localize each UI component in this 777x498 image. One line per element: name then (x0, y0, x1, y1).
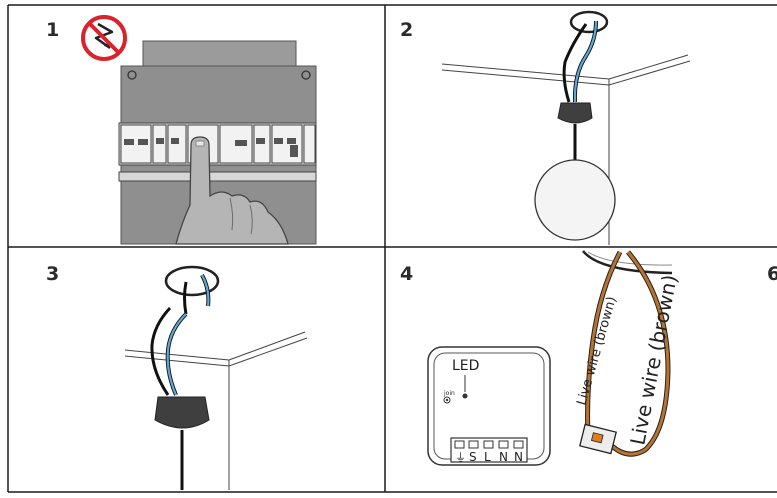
step-4-panel: 4 6 LED join ⏚ S (400, 250, 777, 466)
terminal-l: L (484, 450, 491, 464)
blue-wire (573, 20, 598, 103)
step-4-number: 4 (400, 263, 413, 285)
step-1-number: 1 (46, 19, 59, 41)
ceiling-rose-3 (154, 396, 210, 429)
step-6-number: 6 (767, 263, 777, 285)
terminal-n2: N (514, 450, 523, 464)
step-3-panel: 3 (46, 263, 308, 490)
led-indicator (462, 393, 468, 399)
led-label: LED (452, 358, 479, 374)
rose-blue-wire (166, 313, 187, 396)
earth-terminal-icon: ⏚ (455, 451, 466, 464)
panel-grid (7, 4, 777, 493)
pendant-light (534, 159, 616, 241)
step-2-panel: 2 (400, 10, 691, 245)
ceiling-hole (569, 10, 609, 34)
ceiling-corner-3 (124, 331, 308, 490)
terminal-block: ⏚ S L N N (450, 437, 528, 464)
step-3-number: 3 (46, 263, 59, 285)
step-1-panel: 1 (46, 15, 317, 245)
wire-connector (579, 423, 617, 455)
live-wire-loop (585, 250, 671, 457)
terminal-s: S (469, 450, 477, 464)
ceiling-blue-wire (201, 274, 210, 307)
join-label: join (443, 390, 455, 397)
terminal-n1: N (499, 450, 508, 464)
ceiling-black-wire (183, 281, 188, 315)
step-2-number: 2 (400, 19, 413, 41)
black-wire (562, 23, 588, 103)
pointing-hand (175, 136, 289, 245)
rose-black-wire (150, 306, 172, 396)
join-button (443, 396, 451, 404)
ceiling-corner (441, 54, 691, 245)
ceiling-rose (557, 102, 593, 124)
live-wire-label-large: Live wire (brown) (625, 273, 682, 447)
ceiling-hole-3 (164, 265, 220, 297)
smart-module: LED join ⏚ S L N N (427, 346, 551, 466)
no-power-warning-icon (81, 15, 127, 61)
